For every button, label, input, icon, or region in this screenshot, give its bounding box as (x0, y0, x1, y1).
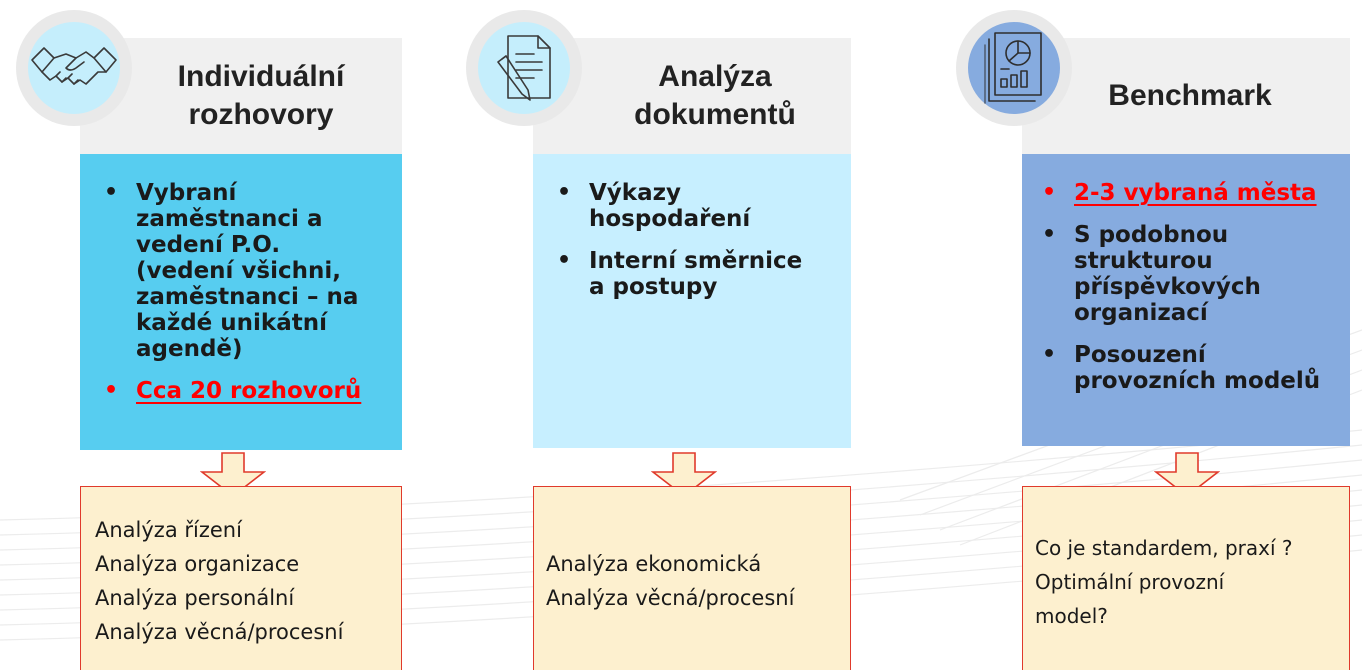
bullet-line: provozních modelů (1074, 368, 1321, 394)
bullet-dot: • (104, 378, 119, 403)
report-chart-icon (968, 22, 1060, 114)
column-3-header: Benchmark (1022, 38, 1350, 154)
output-line: Analýza organizace (95, 552, 300, 576)
column-2-title-line-1: Analýza (658, 60, 772, 93)
output-line: model? (1035, 604, 1108, 628)
column-2-details-box: • Výkazy hospodaření • Interní směrnice … (533, 154, 851, 448)
column-3-bullet-3: • Posouzení provozních modelů (1032, 342, 1340, 394)
bullet-line: vedení P.O. (136, 232, 281, 258)
column-1-title-line-2: rozhovory (188, 98, 334, 131)
output-line: Analýza věcná/procesní (95, 620, 344, 644)
bullet-dot: • (104, 180, 119, 205)
column-2-bullet-2: • Interní směrnice a postupy (547, 248, 837, 300)
column-2-bullet-1: • Výkazy hospodaření (547, 180, 837, 232)
document-pen-icon (478, 22, 570, 114)
bullet-dot: • (1042, 180, 1057, 205)
bullet-line: 2-3 vybraná města (1074, 180, 1317, 206)
bullet-line: organizací (1074, 300, 1208, 326)
bullet-dot: • (557, 248, 572, 273)
bullet-line: strukturou (1074, 248, 1213, 274)
output-line: Optimální provozní (1035, 570, 1225, 594)
column-3-icon-circle (956, 10, 1072, 126)
column-1-bullet-1: • Vybraní zaměstnanci a vedení P.O. (ved… (94, 180, 388, 362)
bullet-line: zaměstnanci a (136, 206, 323, 232)
bullet-line: Výkazy (589, 180, 681, 206)
bullet-line: příspěvkových (1074, 274, 1261, 300)
bullet-line: Cca 20 rozhovorů (136, 378, 362, 404)
output-line: Analýza věcná/procesní (546, 586, 795, 610)
bullet-line: Posouzení (1074, 342, 1206, 368)
bullet-line: každé unikátní (136, 310, 327, 336)
column-1-output-box: Analýza řízení Analýza organizace Analýz… (80, 486, 402, 670)
bullet-line: zaměstnanci – na (136, 284, 359, 310)
column-3-bullet-2: • S podobnou strukturou příspěvkových or… (1032, 222, 1340, 326)
output-line: Analýza řízení (95, 518, 242, 542)
column-3-output-box: Co je standardem, praxí ? Optimální prov… (1022, 486, 1350, 670)
bullet-line: S podobnou (1074, 222, 1229, 248)
column-2-icon-circle (466, 10, 582, 126)
output-line: Analýza ekonomická (546, 552, 762, 576)
column-2-header: Analýza dokumentů (533, 38, 851, 154)
bullet-dot: • (557, 180, 572, 205)
column-1-title-line-1: Individuální (177, 60, 345, 93)
column-1-header: Individuální rozhovory (80, 38, 402, 154)
output-line: Analýza personální (95, 586, 295, 610)
column-2-down-arrow (651, 452, 717, 498)
column-3-details-box: • 2-3 vybraná města • S podobnou struktu… (1022, 154, 1350, 446)
bullet-dot: • (1042, 342, 1057, 367)
column-1-bullet-2: • Cca 20 rozhovorů (94, 378, 388, 404)
bullet-line: agendě) (136, 336, 243, 362)
column-1-details-box: • Vybraní zaměstnanci a vedení P.O. (ved… (80, 154, 402, 450)
column-2-title-line-2: dokumentů (634, 98, 796, 131)
bullet-line: hospodaření (589, 206, 751, 232)
handshake-icon (28, 22, 120, 114)
output-line: Co je standardem, praxí ? (1035, 536, 1293, 560)
column-3-bullet-1: • 2-3 vybraná města (1032, 180, 1340, 206)
column-3-down-arrow (1154, 452, 1220, 498)
column-2-output-box: Analýza ekonomická Analýza věcná/procesn… (533, 486, 851, 670)
bullet-dot: • (1042, 222, 1057, 247)
column-1-icon-circle (16, 10, 132, 126)
bullet-line: Interní směrnice (589, 248, 803, 274)
bullet-line: Vybraní (136, 180, 237, 206)
column-3-title-line-1: Benchmark (1108, 79, 1272, 112)
bullet-line: a postupy (589, 274, 718, 300)
column-1-down-arrow (200, 452, 266, 498)
bullet-line: (vedení všichni, (136, 258, 342, 284)
